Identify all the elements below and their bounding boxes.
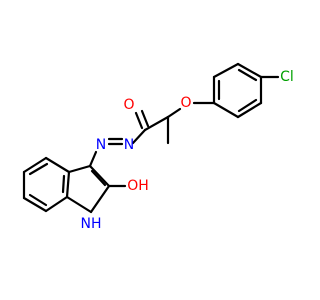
atom-labels: Cl O O N N OH NH	[81, 69, 294, 232]
bond	[237, 98, 258, 113]
bond	[236, 101, 263, 119]
bond	[143, 115, 170, 132]
azo-nitrogen-1-label: N	[124, 137, 134, 153]
bond	[88, 164, 111, 188]
bond	[61, 174, 66, 194]
molecule-canvas: Cl O O N N OH NH	[22, 62, 294, 232]
bond	[212, 101, 240, 119]
bond	[88, 150, 98, 168]
bond	[212, 62, 240, 79]
bond	[236, 62, 263, 79]
bond	[44, 195, 69, 213]
bond	[140, 109, 150, 128]
bond	[44, 156, 71, 174]
molecule-structure: Cl O O N N OH NH	[22, 62, 294, 232]
bond	[22, 156, 48, 174]
bond	[65, 170, 71, 199]
chlorine-label: Cl	[280, 69, 294, 85]
bond	[65, 195, 93, 214]
bonds	[22, 62, 280, 214]
bond	[166, 107, 182, 119]
bond	[67, 164, 92, 174]
bond	[28, 193, 48, 207]
hydroxyl-label: OH	[127, 178, 149, 194]
bond	[237, 68, 258, 82]
bond	[89, 184, 111, 214]
bond	[90, 169, 107, 187]
bond	[28, 162, 49, 176]
amine-label: NH	[81, 216, 102, 232]
ether-oxygen-label: O	[180, 95, 191, 111]
bond	[22, 196, 48, 213]
bond	[134, 111, 144, 130]
azo-nitrogen-2-label: N	[96, 137, 106, 153]
carbonyl-oxygen-label: O	[123, 97, 134, 113]
bond	[131, 128, 147, 145]
